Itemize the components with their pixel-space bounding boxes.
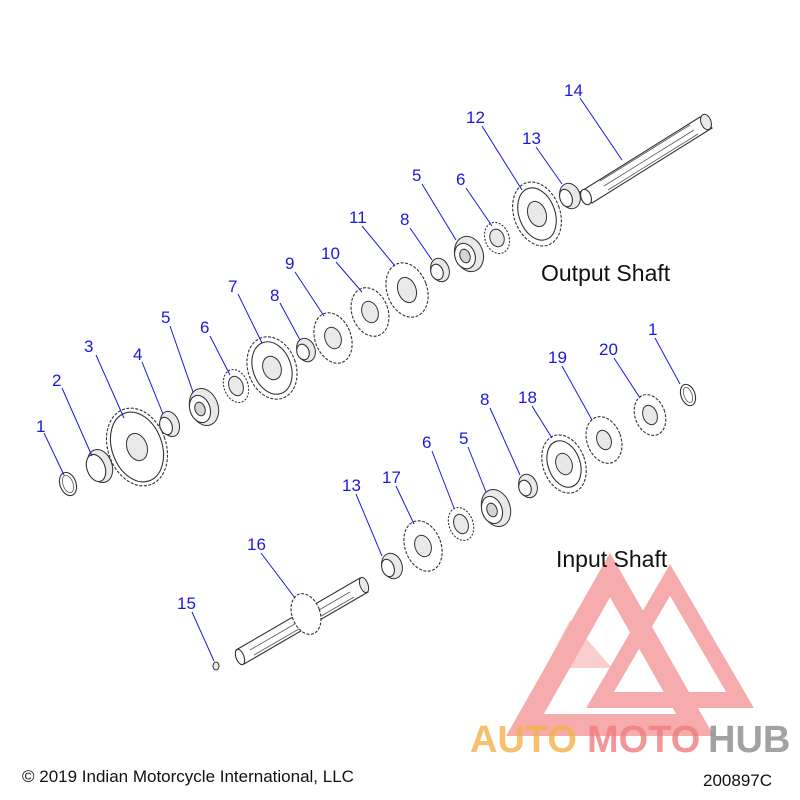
callout-in-15: 15	[177, 594, 196, 613]
callout-out-3: 3	[84, 337, 93, 356]
callout-in-13: 13	[342, 476, 361, 495]
watermark-moto: MOTO	[587, 719, 700, 761]
bearing-13-part	[559, 182, 581, 210]
watermark-wordmark: AUTO MOTO HUB	[470, 719, 790, 761]
shift-dog-c-part	[480, 489, 512, 527]
callout-out-13: 13	[522, 129, 541, 148]
callout-out-12: 12	[466, 108, 485, 127]
callout-out-6a: 6	[200, 318, 209, 337]
callout-out-14: 14	[564, 81, 583, 100]
callout-in-6: 6	[422, 433, 431, 452]
gear-11-part	[385, 262, 429, 318]
input-shaft-label: Input Shaft	[556, 546, 668, 572]
input-shaft-assembly	[212, 383, 697, 671]
shift-dog-part	[188, 388, 220, 426]
callout-out-8a: 8	[270, 286, 279, 305]
needle-bearing-b-part	[483, 221, 511, 255]
watermark-hub: HUB	[708, 719, 790, 761]
callout-out-8b: 8	[400, 210, 409, 229]
callout-out-11: 11	[349, 208, 367, 227]
diagram-code: 200897C	[703, 771, 772, 790]
large-gear-part	[105, 407, 169, 487]
callout-out-1: 1	[36, 417, 45, 436]
callout-in-5: 5	[459, 429, 468, 448]
bushing-8b-part	[430, 257, 450, 283]
callout-in-8: 8	[480, 390, 489, 409]
callout-in-19: 19	[548, 348, 567, 367]
gear-7-part	[246, 336, 298, 400]
bushing-part	[159, 410, 181, 438]
copyright-text: © 2019 Indian Motorcycle International, …	[22, 767, 354, 786]
callout-in-1: 1	[648, 320, 657, 339]
callout-out-2: 2	[52, 371, 61, 390]
shift-dog-b-part	[453, 235, 485, 273]
callout-out-10: 10	[321, 244, 340, 263]
gear-18-part	[541, 434, 587, 494]
callout-out-7: 7	[228, 277, 237, 296]
callout-out-5b: 5	[412, 166, 421, 185]
watermark-auto: AUTO	[470, 719, 577, 761]
watermark-logo	[506, 552, 754, 736]
gear-20-part	[633, 394, 667, 436]
gear-10-part	[350, 287, 390, 337]
callout-out-5a: 5	[161, 308, 170, 327]
output-shaft-part	[579, 113, 713, 206]
bearing-13b-part	[381, 552, 403, 580]
bushing-8c-part	[518, 473, 538, 499]
callout-in-17: 17	[382, 468, 401, 487]
snap-ring-part	[58, 471, 78, 497]
callout-in-20: 20	[599, 340, 618, 359]
callout-out-4: 4	[133, 345, 142, 364]
bushing-8a-part	[296, 337, 316, 363]
input-shaft-part	[234, 576, 370, 666]
callout-out-9: 9	[285, 254, 294, 273]
plug-15-part	[212, 661, 220, 671]
output-shaft-assembly	[58, 113, 713, 497]
gear-9-part	[313, 312, 353, 364]
callout-numbers: 1 2 3 4 5 6 7 8 9 10 11 8 5 6 12 13 14 1…	[36, 81, 657, 613]
callout-in-18: 18	[518, 388, 537, 407]
gear-19-part	[585, 416, 623, 464]
snap-ring-b-part	[679, 383, 697, 407]
leader-lines	[43, 97, 681, 662]
gear-17-part	[403, 520, 443, 572]
callout-in-16: 16	[247, 535, 266, 554]
callout-out-6b: 6	[456, 170, 465, 189]
output-shaft-label: Output Shaft	[541, 260, 671, 286]
gear-12-part	[512, 181, 562, 247]
needle-bearing-part	[222, 368, 250, 404]
needle-bearing-c-part	[447, 506, 475, 542]
